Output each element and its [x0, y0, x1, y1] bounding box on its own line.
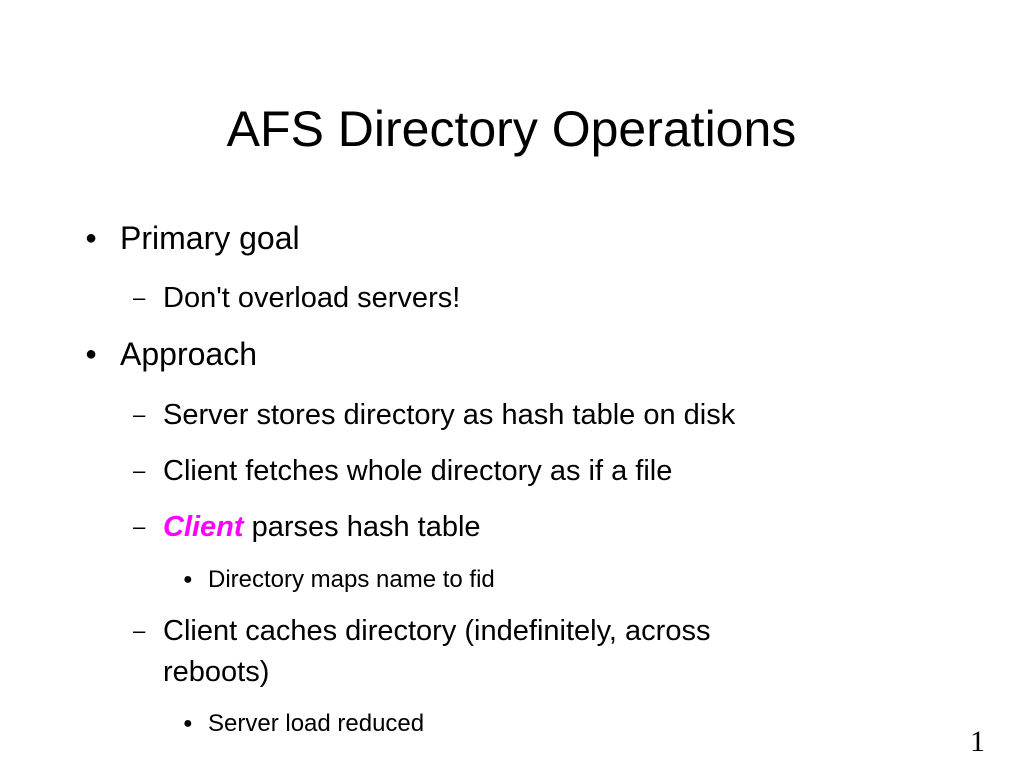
subbullet-client-caches-continued: reboots)	[163, 656, 270, 688]
subbullet-client-parses: Client parses hash table	[163, 510, 481, 544]
bullet-dash-icon: –	[133, 402, 146, 427]
bullet-dot-icon: ●	[85, 343, 98, 365]
bullet-dash-icon: –	[133, 618, 146, 643]
subsubbullet-server-load: Server load reduced	[208, 710, 425, 737]
bullet-dot-icon: ●	[85, 227, 98, 249]
subbullet-client-caches: Client caches directory (indefinitely, a…	[163, 615, 711, 647]
subbullet-server-stores: Server stores directory as hash table on…	[163, 399, 736, 431]
slide-title: AFS Directory Operations	[226, 101, 797, 157]
bullet-dash-icon: –	[133, 458, 146, 483]
bullet-dash-icon: –	[133, 285, 146, 310]
page-number: 1	[970, 725, 985, 758]
bullet-dash-icon: –	[133, 514, 146, 539]
subbullet-client-fetches: Client fetches whole directory as if a f…	[163, 455, 673, 487]
emphasis-client: Client	[163, 511, 244, 543]
bullet-dot-icon: ●	[183, 715, 193, 732]
subsubbullet-directory-maps: Directory maps name to fid	[208, 566, 495, 593]
bullet-primary-goal: Primary goal	[120, 220, 300, 256]
bullet-approach: Approach	[120, 336, 257, 372]
subbullet-dont-overload: Don't overload servers!	[163, 282, 461, 314]
bullet-dot-icon: ●	[183, 571, 193, 588]
parses-hash-table-text: parses hash table	[243, 511, 481, 543]
